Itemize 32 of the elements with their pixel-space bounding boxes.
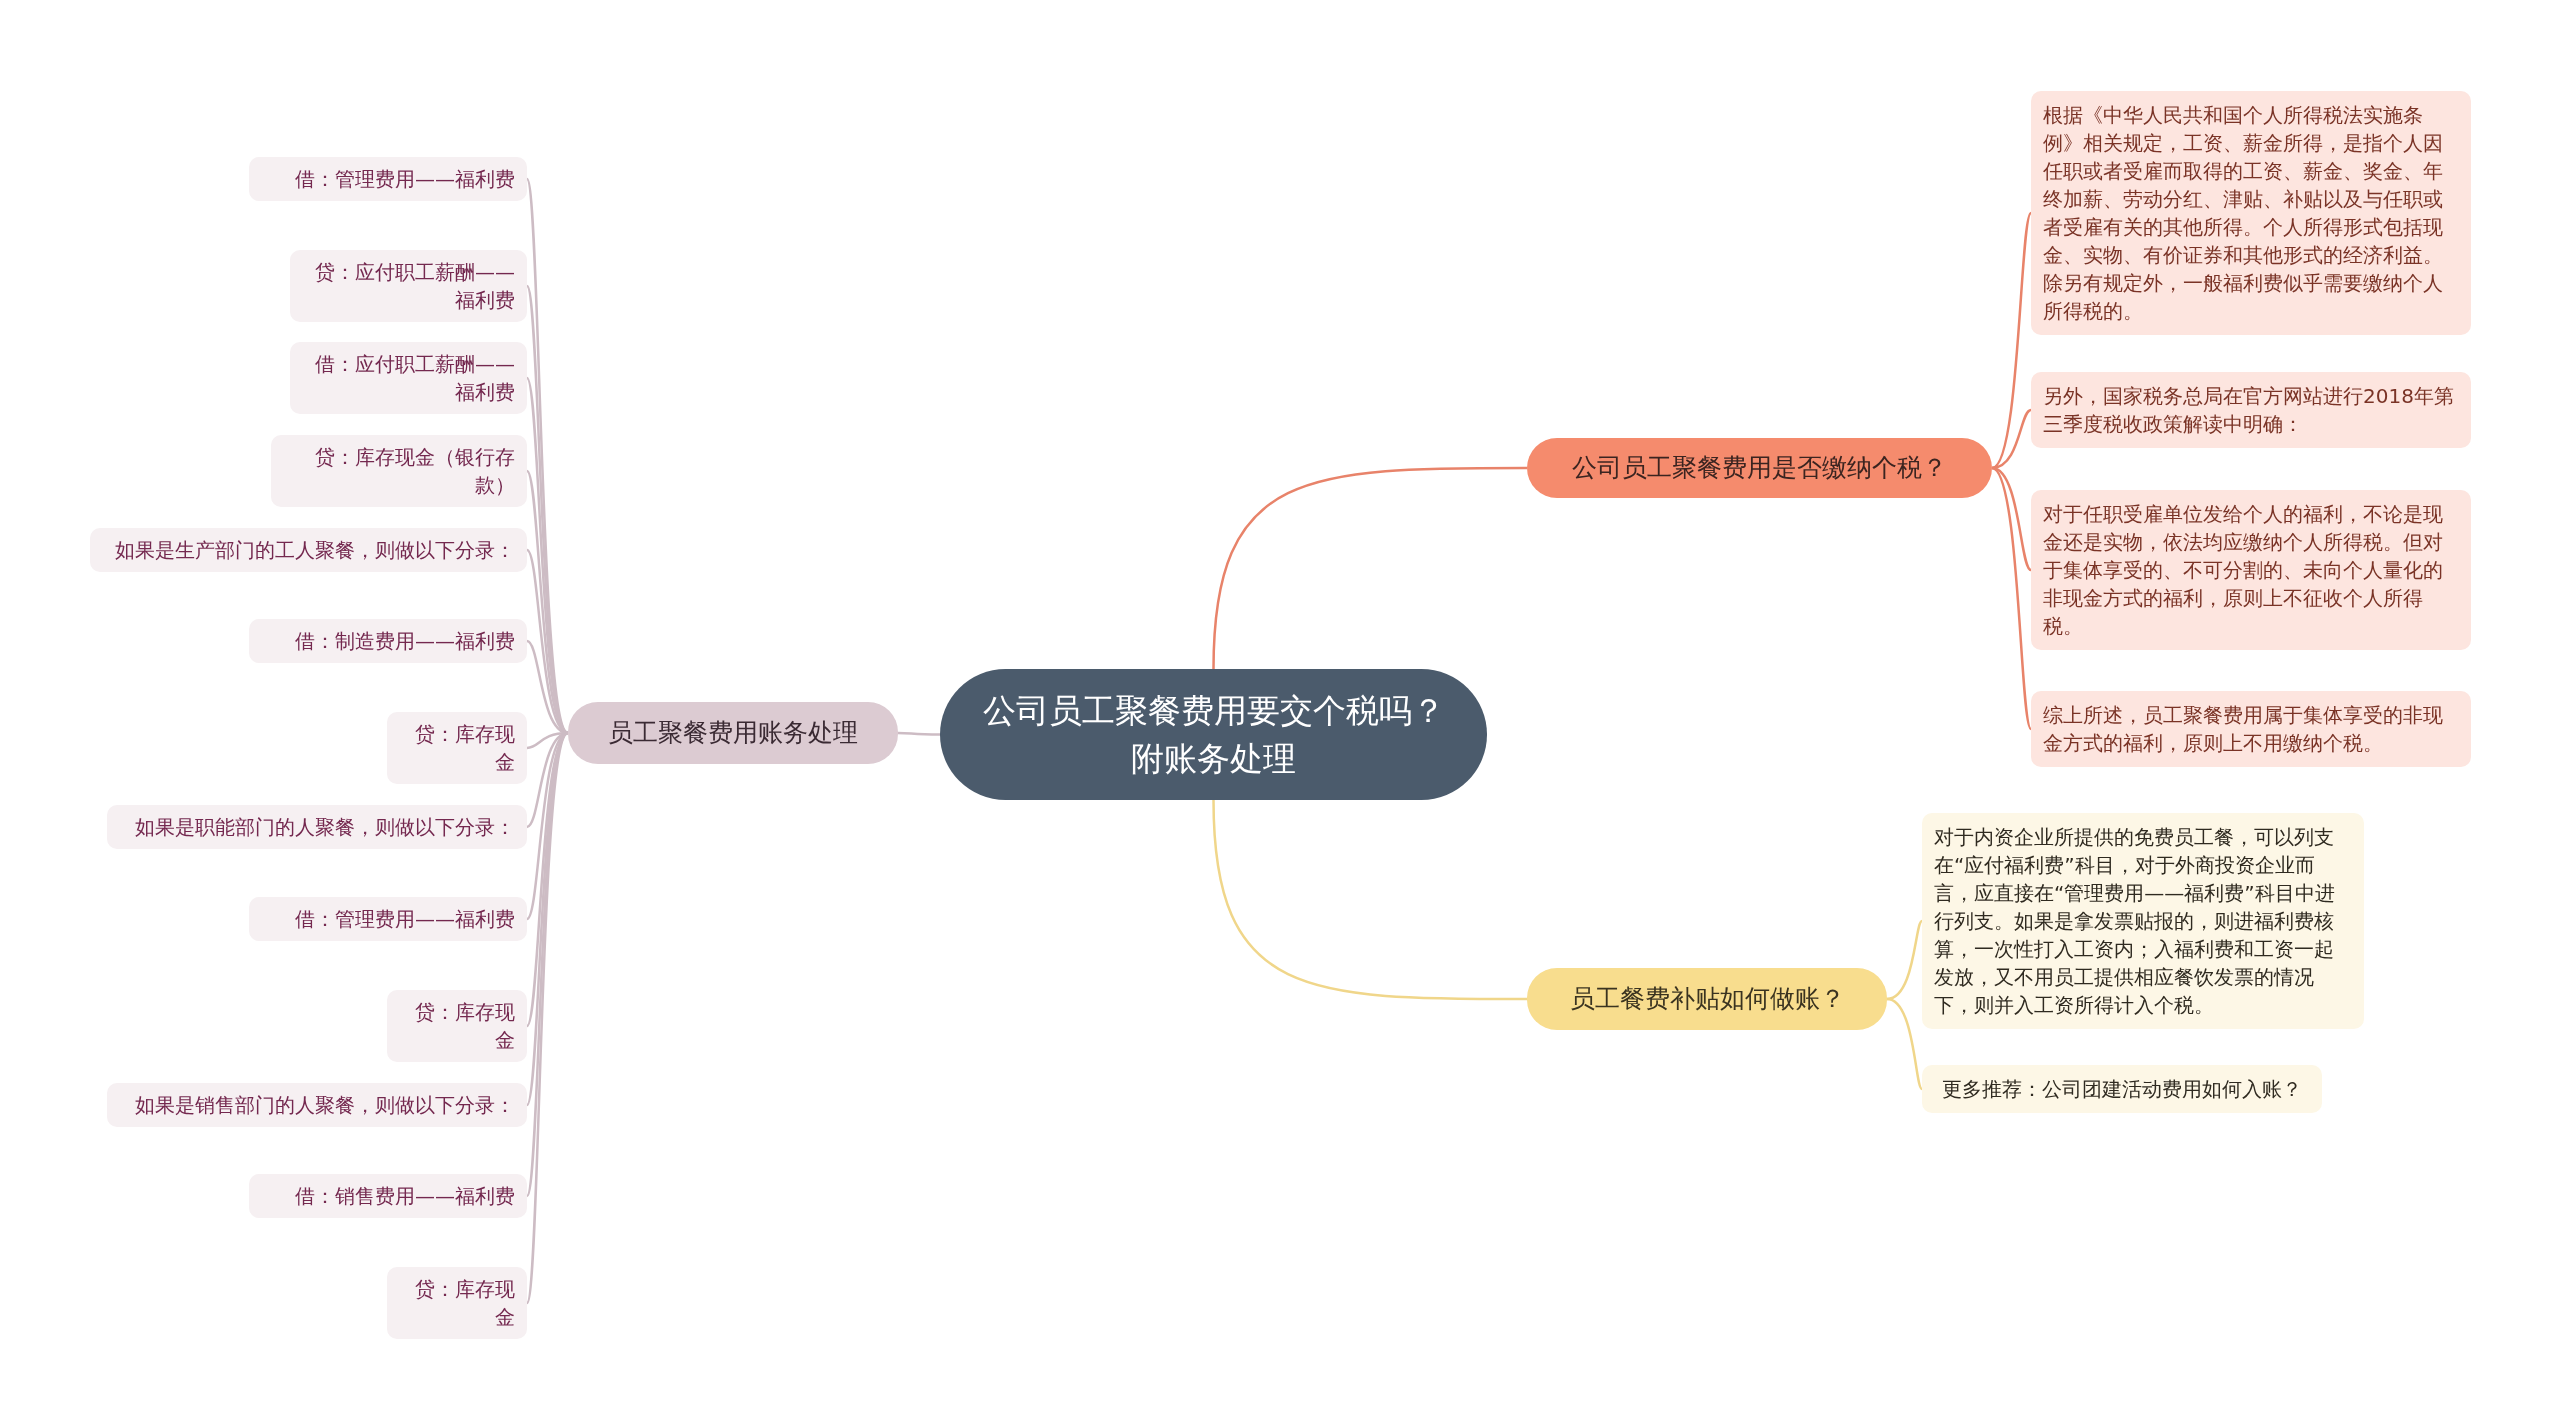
entry-card: 借：管理费用——福利费: [249, 157, 527, 201]
entry-card: 如果是生产部门的工人聚餐，则做以下分录：: [90, 528, 527, 572]
connector-line: [1991, 467, 2033, 730]
entry-card: 贷：库存现金: [387, 990, 527, 1062]
connector-line: [1212, 799, 1527, 1001]
connector-line: [1991, 408, 2032, 470]
branch-topic: 员工餐费补贴如何做账？: [1527, 968, 1887, 1030]
entry-card: 贷：应付职工薪酬——福利费: [290, 250, 527, 322]
branch-topic: 员工聚餐费用账务处理: [568, 702, 898, 764]
connector-line: [1212, 466, 1527, 670]
entry-card: 贷：库存现金（银行存款）: [271, 435, 527, 507]
entry-card: 贷：库存现金: [387, 712, 527, 784]
connector-line: [1991, 212, 2033, 469]
note-card: 综上所述，员工聚餐费用属于集体享受的非现金方式的福利，原则上不用缴纳个税。: [2031, 691, 2471, 767]
entry-card: 借：销售费用——福利费: [249, 1174, 527, 1218]
connector-line: [1886, 997, 1923, 1090]
branch-topic: 公司员工聚餐费用是否缴纳个税？: [1527, 438, 1992, 498]
note-card: 根据《中华人民共和国个人所得税法实施条例》相关规定，工资、薪金所得，是指个人因任职或者受雇而取得的工资、薪金、奖金、年终加薪、劳动分红、津贴、补贴以及与任职或者受雇有关的其他所得。个人所得形式包括现金、实物、有价证券和其他形式的经济利益。除另有规定外，一般福利费似乎需要缴纳个人所得税的。: [2031, 91, 2471, 335]
connector-line: [898, 731, 940, 736]
entry-card: 借：制造费用——福利费: [249, 619, 527, 663]
entry-card: 如果是销售部门的人聚餐，则做以下分录：: [107, 1083, 527, 1127]
note-card: 对于任职受雇单位发给个人的福利，不论是现金还是实物，依法均应缴纳个人所得税。但对于集体享受的、不可分割的、未向个人量化的非现金方式的福利，原则上不征收个人所得税。: [2031, 490, 2471, 650]
entry-card: 如果是职能部门的人聚餐，则做以下分录：: [107, 805, 527, 849]
note-card: 另外，国家税务总局在官方网站进行2018年第三季度税收政策解读中明确：: [2031, 372, 2471, 448]
connector-line: [525, 732, 570, 1304]
entry-card: 贷：库存现金: [387, 1267, 527, 1339]
entry-card: 借：应付职工薪酬——福利费: [290, 342, 527, 414]
note-card: 对于内资企业所提供的免费员工餐，可以列支在“应付福利费”科目，对于外商投资企业而言，应直接在“管理费用——福利费”科目中进行列支。如果是拿发票贴报的，则进福利费核算，一次性打入工资内；入福利费和工资一起发放，又不用员工提供相应餐饮发票的情况下，则并入工资所得计入个税。: [1922, 813, 2364, 1029]
note-card: 更多推荐：公司团建活动费用如何入账？: [1922, 1065, 2322, 1113]
central-topic: 公司员工聚餐费用要交个税吗？附账务处理: [940, 669, 1487, 800]
entry-card: 借：管理费用——福利费: [249, 897, 527, 941]
connector-line: [1886, 920, 1923, 1001]
